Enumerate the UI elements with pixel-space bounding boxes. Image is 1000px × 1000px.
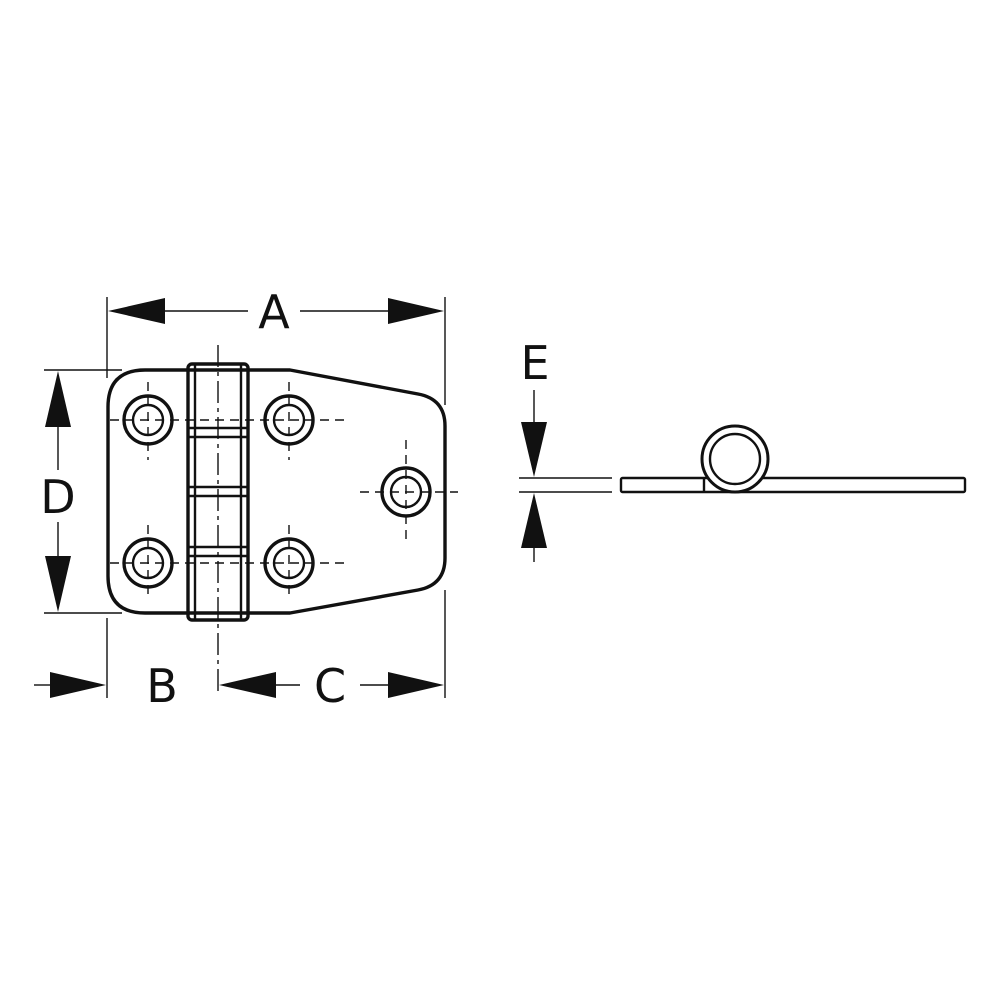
side-view-knuckle-inner bbox=[708, 432, 762, 486]
screw-hole-bottom-left bbox=[122, 537, 174, 589]
arrow-b-right bbox=[50, 672, 106, 698]
screw-hole-bottom-right bbox=[263, 537, 315, 589]
arrow-d-up bbox=[45, 371, 71, 427]
dimension-label-c: C bbox=[314, 659, 346, 713]
arrow-d-down bbox=[45, 556, 71, 612]
screw-hole-top-left bbox=[122, 394, 174, 446]
hinge-top-view bbox=[106, 345, 458, 695]
arrow-e-up bbox=[521, 493, 547, 548]
side-view-knuckle-outer bbox=[700, 424, 770, 494]
hinge-knuckle bbox=[186, 362, 250, 622]
screw-hole-far-right bbox=[380, 466, 432, 518]
dimension-label-e: E bbox=[520, 336, 549, 390]
dimension-label-b: B bbox=[146, 659, 178, 713]
dimension-d: D bbox=[40, 369, 122, 614]
dimension-label-a: A bbox=[258, 285, 290, 339]
hinge-side-view bbox=[519, 424, 967, 494]
dimension-a: A bbox=[106, 285, 446, 405]
dimension-e: E bbox=[520, 336, 550, 562]
hinge-plate-outline bbox=[106, 368, 447, 615]
dimension-label-d: D bbox=[40, 470, 75, 524]
dimension-c: C bbox=[219, 590, 446, 713]
arrow-a-left bbox=[108, 298, 165, 324]
dimension-b: B bbox=[34, 618, 178, 713]
screw-hole-top-right bbox=[263, 394, 315, 446]
arrow-e-down bbox=[521, 422, 547, 477]
arrow-c-left bbox=[219, 672, 276, 698]
arrow-a-right bbox=[388, 298, 444, 324]
side-view-leaf bbox=[619, 476, 967, 494]
arrow-c-right bbox=[388, 672, 444, 698]
